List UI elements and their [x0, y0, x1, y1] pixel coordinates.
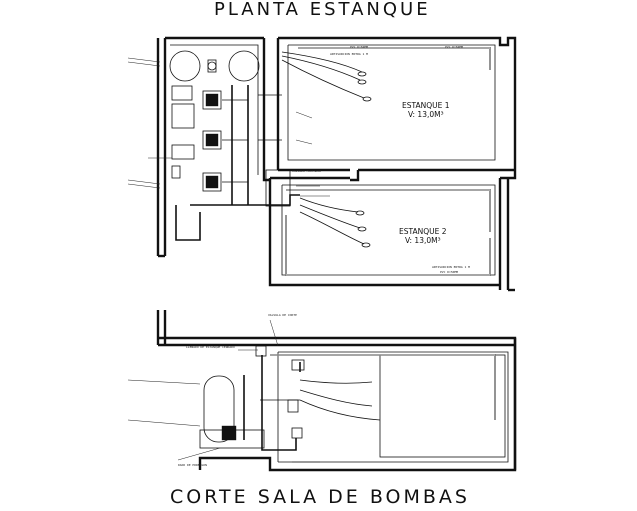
note-antisunction-2: ANTISURCION ENTRA 1 M [432, 265, 470, 269]
note-antisunction-1: ANTISURCION ENTRA 1 M [330, 52, 368, 56]
tank2-pipe-loop: PVC D=50MM ANTISURCION ENTRA 1 M [285, 189, 491, 276]
plan-leader-lines [127, 57, 330, 197]
tank1-name: ESTANQUE 1 [402, 101, 450, 110]
plan-walls [268, 36, 517, 292]
section-piping: DADO DE HORMIGON LLENADO DE ESTANQUE CER… [127, 313, 496, 467]
tank2-volume: V: 13,0M³ [405, 236, 441, 245]
section-walls [156, 310, 517, 472]
pump-room-plan: VALVULA FLOTADOR [156, 36, 321, 258]
tank1-pipe-loop: PVC D=50MM PVC D=50MM ANTISURCION ENTRA … [298, 45, 491, 70]
tank1-suction-hoses [281, 51, 372, 102]
note-valve-flotador-plan: VALVULA FLOTADOR [292, 169, 321, 173]
note-pvc-1: PVC D=50MM [350, 45, 368, 49]
tank2-suction-hoses [299, 197, 371, 248]
note-foundation: DADO DE HORMIGON [178, 463, 207, 467]
plan-title: PLANTA ESTANQUE [214, 0, 431, 20]
section-title: CORTE SALA DE BOMBAS [170, 486, 470, 508]
note-valve-top: VALVULA DE CORTE [268, 313, 297, 317]
note-pvc-2: PVC D=50MM [445, 45, 463, 49]
tank2-name: ESTANQUE 2 [399, 227, 447, 236]
note-pvc-br: PVC D=50MM [440, 270, 458, 274]
tank1-volume: V: 13,0M³ [408, 110, 444, 119]
note-valve-left: LLENADO DE ESTANQUE CERRADO [186, 345, 235, 349]
